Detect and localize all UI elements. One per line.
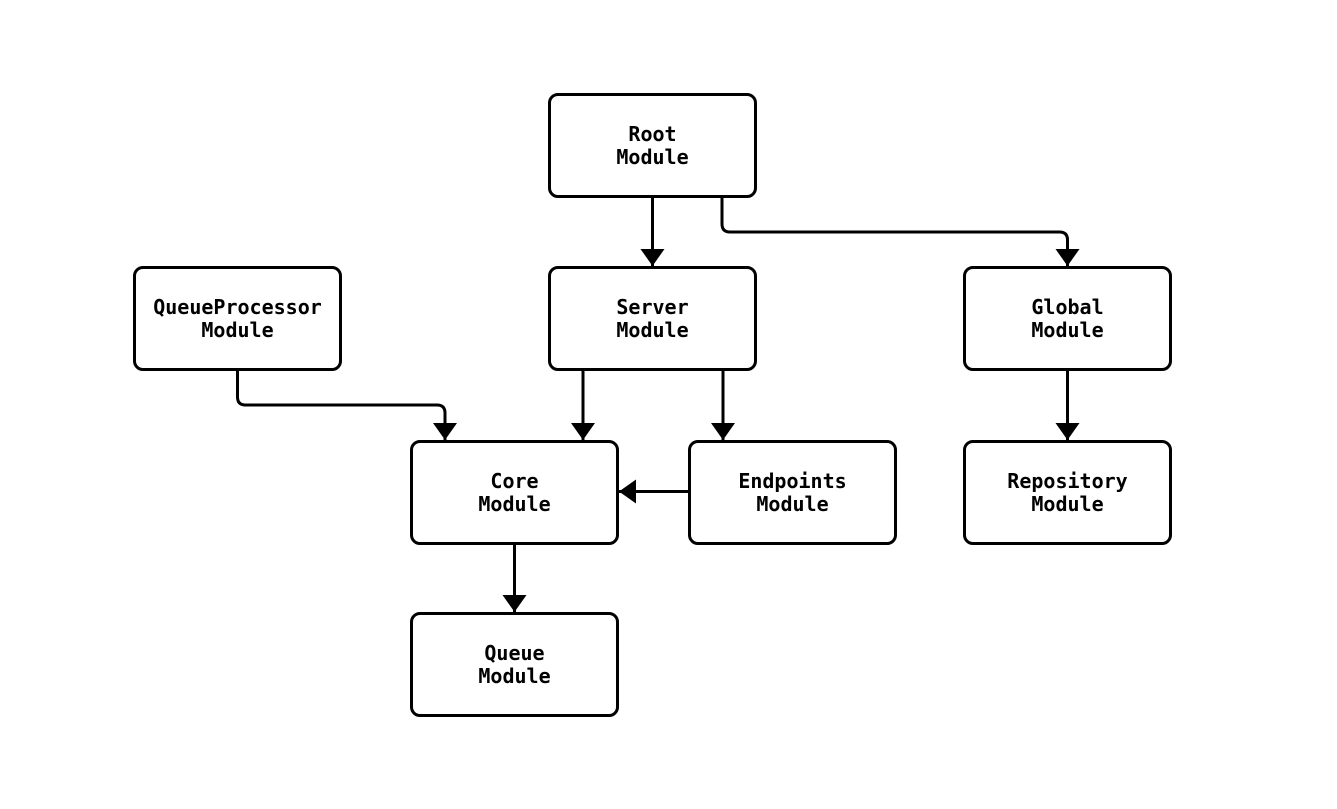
edge-queueprocessor-core bbox=[236, 371, 457, 440]
node-repository-module: Repository Module bbox=[963, 440, 1172, 545]
edges-group bbox=[236, 198, 1080, 612]
node-label: Global Module bbox=[1031, 294, 1104, 342]
node-label: Server Module bbox=[616, 294, 689, 342]
node-root-module: Root Module bbox=[548, 93, 757, 198]
node-global-module: Global Module bbox=[963, 266, 1172, 371]
node-label: QueueProcessor Module bbox=[153, 294, 322, 342]
node-endpoints-module: Endpoints Module bbox=[688, 440, 897, 545]
edge-root-global bbox=[720, 198, 1080, 266]
node-queue-module: Queue Module bbox=[410, 612, 619, 717]
node-label: Repository Module bbox=[1007, 468, 1128, 516]
node-label: Queue Module bbox=[478, 640, 551, 688]
node-label: Endpoints Module bbox=[738, 468, 847, 516]
node-server-module: Server Module bbox=[548, 266, 757, 371]
node-label: Root Module bbox=[616, 121, 689, 169]
node-queueprocessor-module: QueueProcessor Module bbox=[133, 266, 342, 371]
node-core-module: Core Module bbox=[410, 440, 619, 545]
node-label: Core Module bbox=[478, 468, 551, 516]
